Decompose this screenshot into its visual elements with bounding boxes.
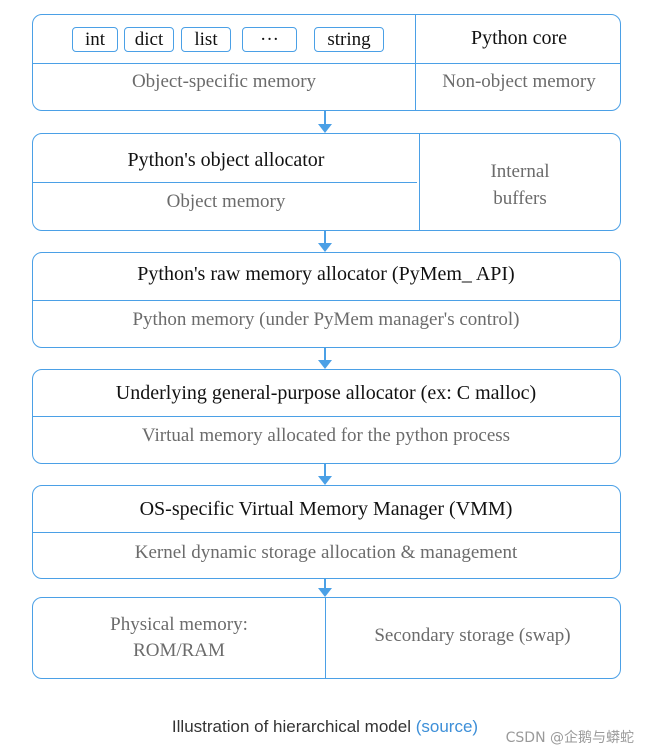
layer2-split: [419, 134, 420, 231]
layer-python-objects: int dict list ··· string Python core Obj…: [32, 14, 621, 111]
layer6-split: [325, 598, 326, 679]
internal-buffers-line2: buffers: [493, 188, 547, 209]
arrow-down-4: [318, 464, 332, 485]
type-string: string: [314, 27, 384, 52]
arrow-down-1: [318, 111, 332, 133]
general-allocator-title: Underlying general-purpose allocator (ex…: [115, 382, 537, 404]
layer3-divider: [33, 300, 620, 301]
type-int: int: [72, 27, 118, 52]
layer1-divider: [33, 63, 620, 64]
object-allocator-title: Python's object allocator: [127, 149, 325, 171]
layer-raw-allocator: Python's raw memory allocator (PyMem_ AP…: [32, 252, 621, 348]
physical-memory-line2: ROM/RAM: [133, 640, 225, 661]
type-list: list: [181, 27, 231, 52]
vmm-title: OS-specific Virtual Memory Manager (VMM): [139, 498, 513, 520]
object-specific-memory-label: Object-specific memory: [131, 71, 317, 92]
layer4-divider: [33, 416, 620, 417]
layer-object-allocator: Python's object allocator Object memory …: [32, 133, 621, 231]
layer5-divider: [33, 532, 620, 533]
virtual-memory-label: Virtual memory allocated for the python …: [141, 425, 511, 446]
arrow-down-2: [318, 231, 332, 252]
arrow-down-3: [318, 348, 332, 369]
layer2-divider: [33, 182, 417, 183]
raw-allocator-title: Python's raw memory allocator (PyMem_ AP…: [137, 263, 515, 285]
type-dict: dict: [124, 27, 174, 52]
arrow-down-5: [318, 579, 332, 597]
secondary-storage-label: Secondary storage (swap): [374, 625, 571, 646]
csdn-watermark: CSDN @企鹅与蟒蛇: [505, 730, 634, 746]
figure-caption: Illustration of hierarchical model (sour…: [0, 717, 650, 737]
kernel-allocation-label: Kernel dynamic storage allocation & mana…: [134, 542, 518, 563]
layer-general-allocator: Underlying general-purpose allocator (ex…: [32, 369, 621, 464]
internal-buffers-line1: Internal: [490, 161, 550, 182]
object-memory-label: Object memory: [166, 191, 286, 212]
layer-storage: Physical memory: ROM/RAM Secondary stora…: [32, 597, 621, 679]
layer1-split: [415, 15, 416, 111]
physical-memory-line1: Physical memory:: [110, 614, 248, 635]
layer-vmm: OS-specific Virtual Memory Manager (VMM)…: [32, 485, 621, 579]
type-ellipsis: ···: [242, 27, 297, 52]
python-core-label: Python core: [470, 27, 568, 49]
source-link[interactable]: (source): [415, 717, 479, 736]
caption-text: Illustration of hierarchical model: [171, 717, 411, 736]
python-memory-label: Python memory (under PyMem manager's con…: [132, 309, 520, 330]
non-object-memory-label: Non-object memory: [442, 71, 596, 92]
